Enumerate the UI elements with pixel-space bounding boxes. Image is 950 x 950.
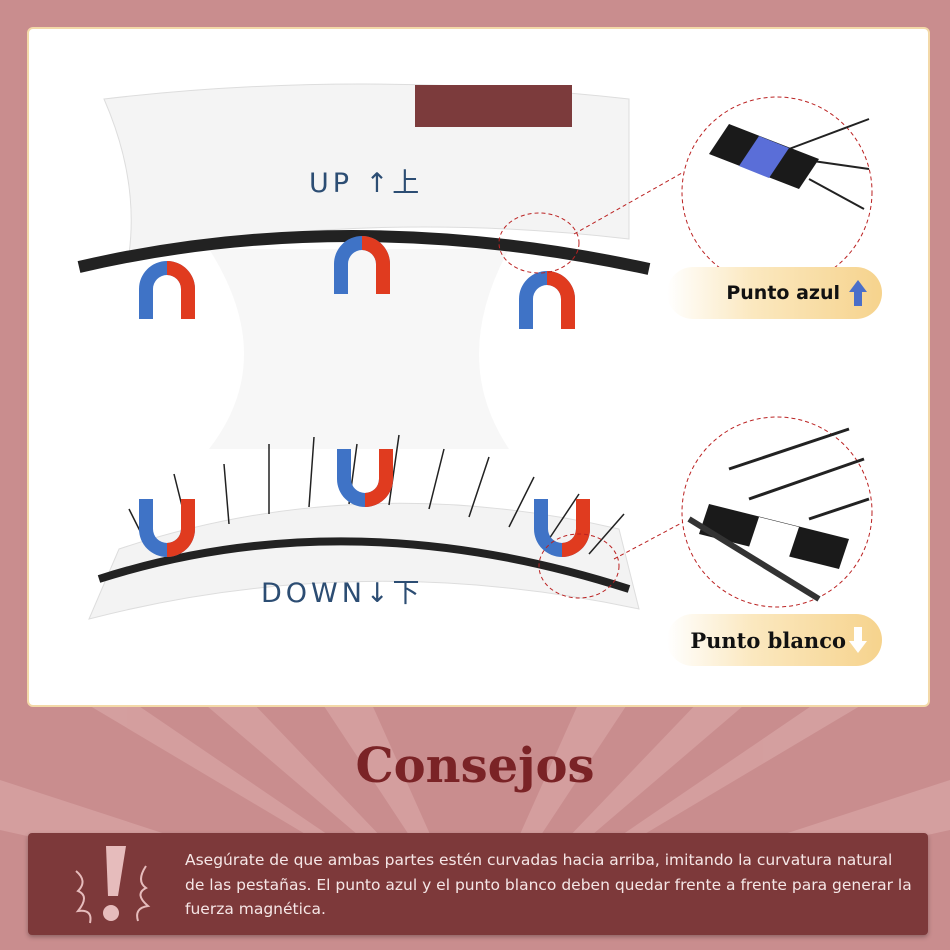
arrow-down-icon <box>849 627 867 653</box>
up-label: UP ↑上 <box>309 168 424 199</box>
exclamation-icon <box>75 846 151 924</box>
down-label: DOWN↓下 <box>261 578 424 609</box>
callout-label: Punto blanco <box>690 627 846 653</box>
product-diagram-card: UP ↑上 DOWN↓下 Punto azul Punto blanco <box>27 27 930 707</box>
callout-white-dot: Punto blanco <box>667 614 882 666</box>
section-title: Consejos <box>355 738 595 794</box>
magnet-icon <box>139 236 590 557</box>
zoom-circle-blue-dot <box>681 96 873 288</box>
tip-text: Asegúrate de que ambas partes estén curv… <box>185 851 912 918</box>
arrow-up-icon <box>849 280 867 306</box>
zoom-circle-white-dot <box>681 416 873 608</box>
lash-applicator-illustration <box>77 83 873 620</box>
tip-box: Asegúrate de que ambas partes estén curv… <box>28 833 928 935</box>
callout-blue-dot: Punto azul <box>667 267 882 319</box>
callout-label: Punto azul <box>726 282 840 304</box>
label-cover-bar <box>415 85 572 127</box>
